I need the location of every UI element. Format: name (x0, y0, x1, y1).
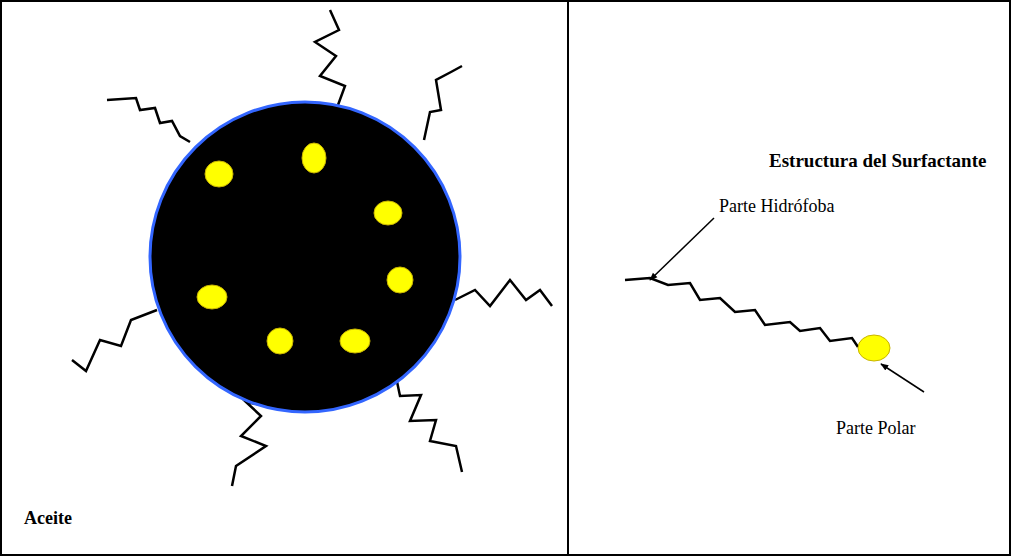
panel-box: Estructura del Surfactante (567, 0, 1011, 556)
part-label: Parte Polar (836, 418, 915, 439)
polar-head (374, 201, 402, 225)
leader-arrow (881, 364, 924, 392)
hydrophobic-tail (625, 278, 858, 347)
polar-head (267, 328, 293, 354)
surfactant-tail (424, 66, 462, 140)
surfactant-tail (455, 280, 552, 306)
leader-arrow (650, 218, 714, 280)
polar-head (197, 285, 227, 309)
panel-heading: Estructura del Surfactante (769, 150, 986, 172)
panel-label: Aceite (24, 508, 72, 529)
surfactant-tail (72, 310, 157, 371)
panel-box: Aceite (0, 0, 569, 556)
surfactant-tail (232, 402, 266, 486)
polar-heads (197, 143, 413, 354)
polar-head (302, 143, 326, 173)
polar-head (340, 329, 370, 353)
oil-droplet (150, 102, 460, 412)
polar-head (205, 161, 233, 187)
polar-head (858, 335, 890, 361)
part-label: Parte Hidrófoba (719, 196, 834, 217)
surfactant-tails (72, 10, 552, 486)
surfactant-tail (395, 372, 462, 472)
surfactant-tail (315, 10, 345, 105)
polar-head (387, 267, 413, 293)
surfactant-tail (107, 98, 190, 142)
